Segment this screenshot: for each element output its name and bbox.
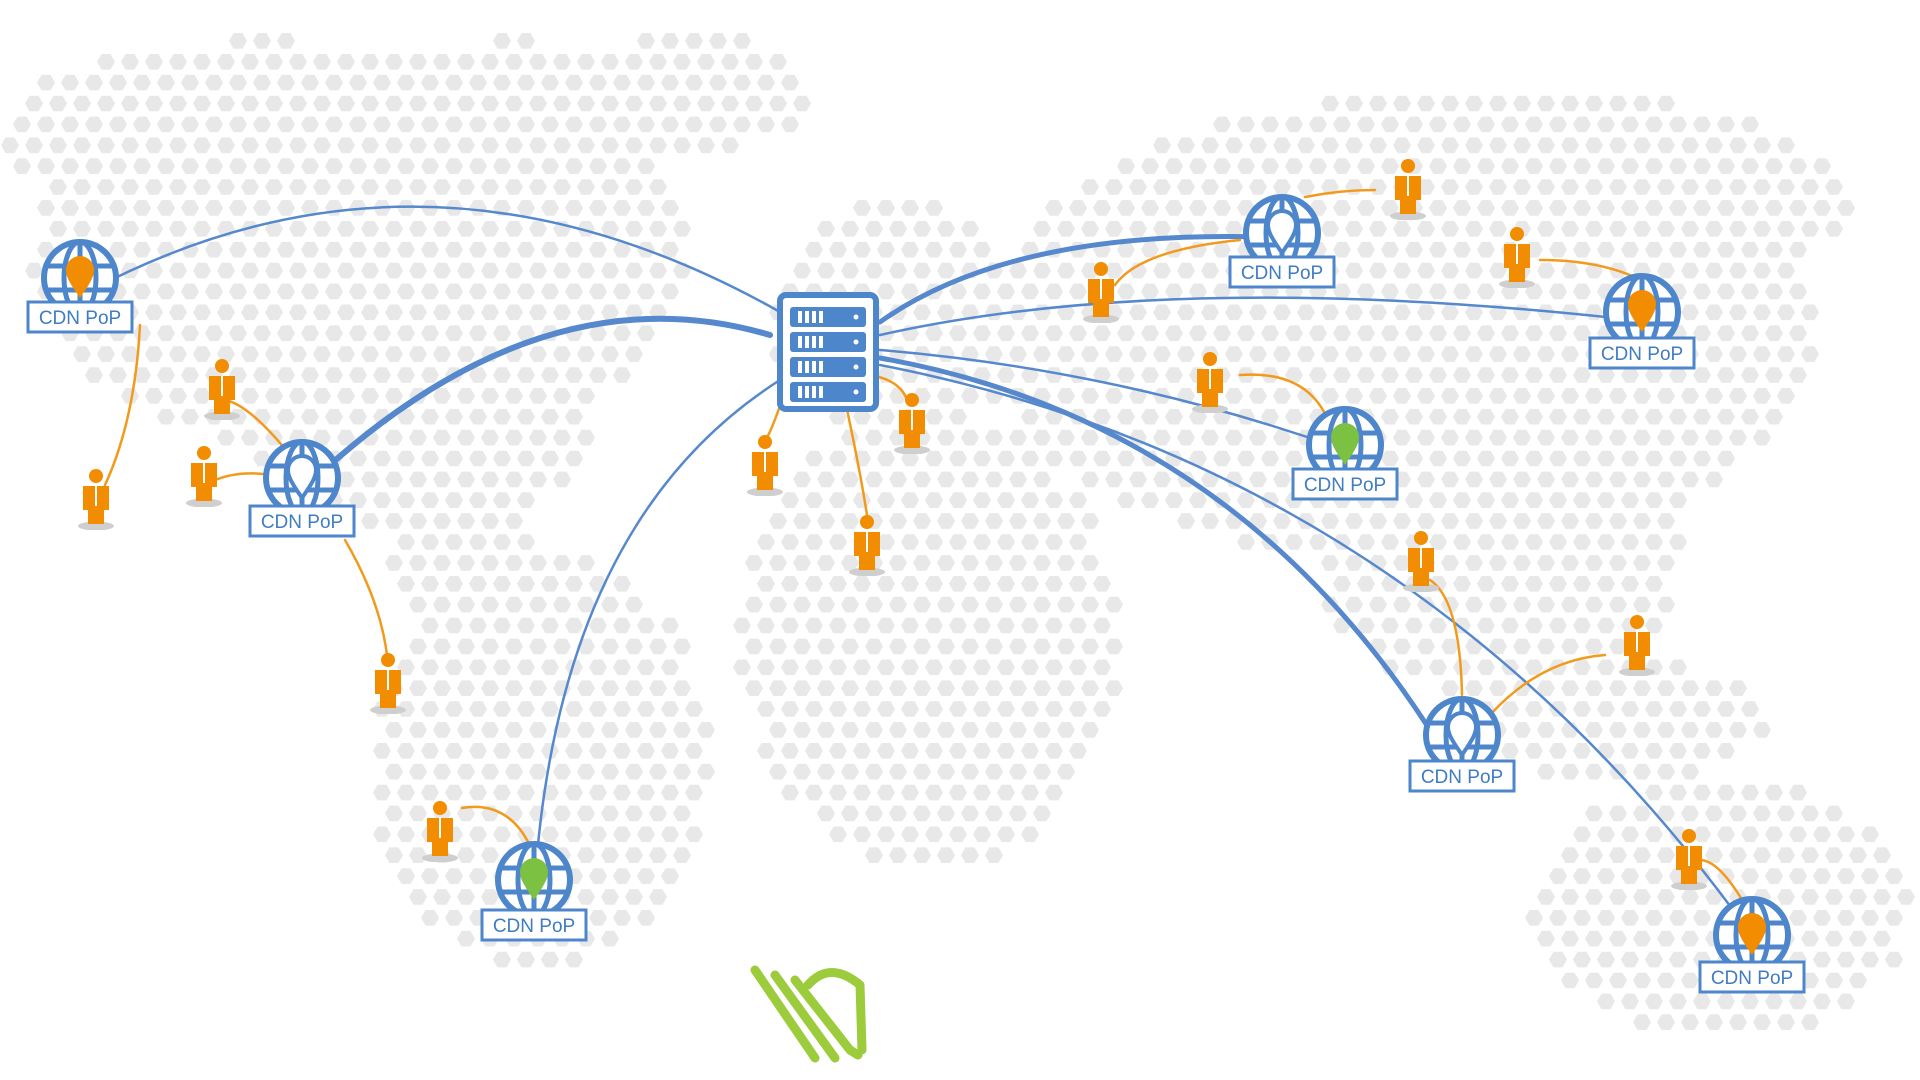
link-pop-north-user-a — [1303, 188, 1377, 199]
user-links — [103, 188, 1750, 912]
cdn-pop-southeast[interactable]: CDN PoP — [1408, 699, 1516, 793]
origin-server-icon[interactable] — [777, 292, 879, 412]
link-pop-southeast-user-a — [1428, 578, 1464, 697]
location-pin-icon — [1738, 913, 1766, 955]
pop-label: CDN PoP — [39, 308, 121, 329]
link-origin-pop-east — [878, 296, 1617, 337]
cdn-pop-americas[interactable]: CDN PoP — [248, 442, 356, 538]
pop-label: CDN PoP — [261, 512, 343, 533]
location-pin-outline-icon — [285, 454, 319, 502]
link-pop-americas-user-c — [343, 538, 389, 657]
pop-label: CDN PoP — [1304, 475, 1386, 496]
link-pop-west-user — [103, 323, 142, 487]
user-icon[interactable] — [421, 800, 459, 863]
pop-label: CDN PoP — [1601, 344, 1683, 365]
link-origin-pop-central — [878, 348, 1347, 452]
location-pin-icon — [520, 858, 548, 900]
link-pop-north-user-b — [1113, 238, 1242, 287]
cdn-pop-central[interactable]: CDN PoP — [1291, 409, 1399, 501]
pop-label: CDN PoP — [1421, 767, 1503, 788]
pop-label: CDN PoP — [1711, 968, 1793, 989]
cdn-pop-south[interactable]: CDN PoP — [480, 844, 588, 942]
cdn-pop-west[interactable]: CDN PoP — [26, 242, 134, 334]
cdn-pop-north[interactable]: CDN PoP — [1228, 197, 1336, 289]
user-icon[interactable] — [185, 445, 223, 508]
user-icon[interactable] — [1498, 226, 1536, 289]
location-pin-icon — [1628, 290, 1656, 332]
link-origin-pop-far-east — [878, 363, 1757, 942]
link-pop-south-user — [460, 805, 534, 852]
link-origin-user-b — [843, 398, 869, 517]
link-origin-pop-south — [533, 378, 782, 882]
link-origin-pop-west — [113, 205, 782, 314]
pop-label: CDN PoP — [1241, 263, 1323, 284]
location-pin-outline-icon — [1445, 711, 1479, 759]
pop-label: CDN PoP — [493, 916, 575, 937]
origin-links — [113, 205, 1757, 942]
location-pin-icon — [66, 256, 94, 298]
user-icon[interactable] — [746, 434, 784, 497]
link-origin-pop-north — [877, 234, 1265, 325]
cdn-pop-far-east[interactable]: CDN PoP — [1698, 899, 1806, 994]
location-pin-outline-icon — [1265, 209, 1299, 257]
link-origin-pop-americas — [327, 315, 773, 468]
link-pop-southeast-user-b — [1488, 653, 1607, 717]
link-pop-americas-user-b — [213, 472, 272, 482]
map-hexagon-dots — [1, 33, 1915, 1031]
cdn-pop-east[interactable]: CDN PoP — [1588, 276, 1696, 370]
link-origin-pop-southeast — [877, 355, 1433, 733]
location-pin-icon — [1331, 423, 1359, 465]
hexagon-brand-logo-icon — [750, 965, 867, 1063]
world-map-dots — [1, 33, 1915, 1031]
